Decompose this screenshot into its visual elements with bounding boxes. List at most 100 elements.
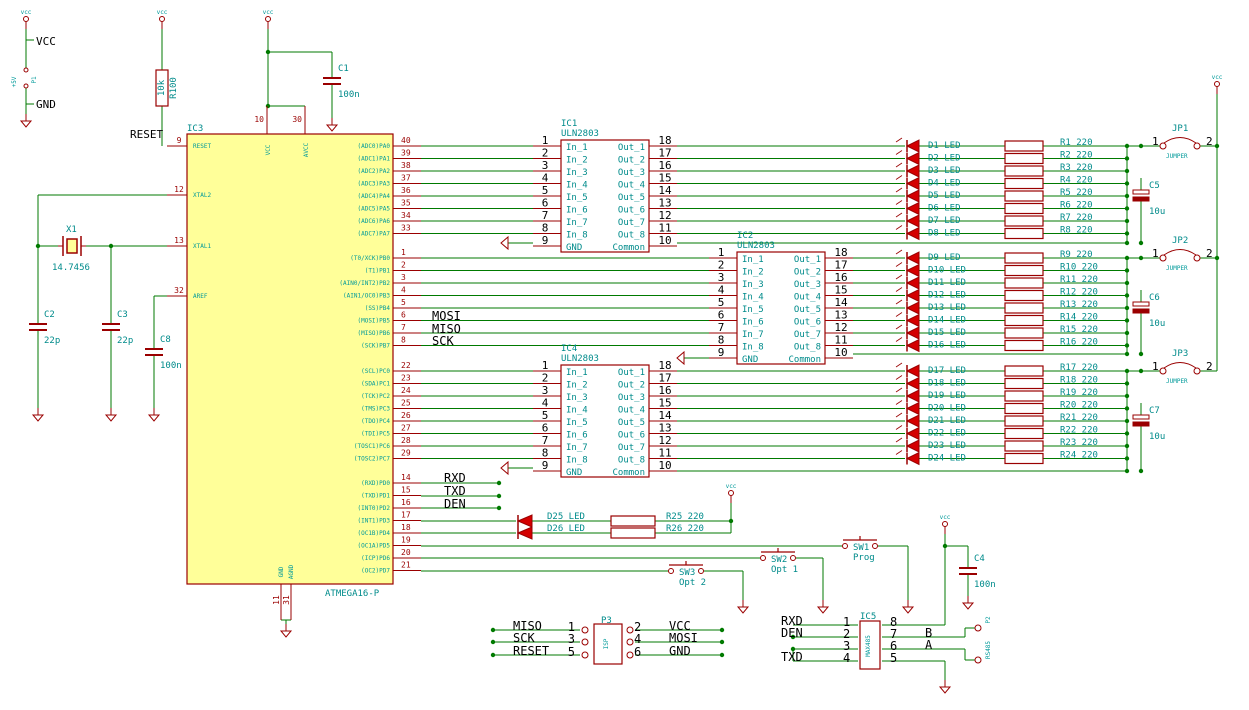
miso-net-label: MISO	[432, 322, 461, 336]
led-ray	[895, 437, 903, 443]
led-label: D14 LED	[928, 316, 966, 326]
ic4-pin-number: 4	[542, 397, 549, 410]
ic1-pin-number: 7	[542, 209, 549, 222]
vcc-icon	[728, 490, 734, 496]
ic3-pin-number: 19	[401, 536, 411, 545]
resistor-label: R18 220	[1060, 376, 1098, 386]
ground-icon	[961, 602, 975, 610]
c6-ref: C6	[1149, 293, 1160, 303]
ic3-pin-name: (TDO)PC4	[361, 418, 390, 425]
ic3-pin-number: 21	[401, 561, 411, 570]
isp-pin	[626, 626, 634, 634]
led-label: D2 LED	[928, 154, 961, 164]
ic3-pin-name: (ADC7)PA7	[357, 231, 390, 238]
ic2-pin-number: 8	[718, 334, 725, 347]
resistor-label: R13 220	[1060, 300, 1098, 310]
ic3-pin-name: (ADC4)PA4	[357, 193, 390, 200]
ic4-pin-number: 14	[658, 409, 672, 422]
ic3-pin-number: 27	[401, 424, 411, 433]
ic1-pin-name: Out_1	[618, 143, 645, 153]
ic4-ref: IC4	[561, 344, 577, 354]
isp-net-label: RESET	[513, 644, 549, 658]
resistor-label: R5 220	[1060, 188, 1093, 198]
ic2-pin-name: Out_1	[794, 255, 821, 265]
ic3-pin-name: RESET	[193, 143, 211, 150]
r26-label: R26 220	[666, 524, 704, 534]
d26-label: D26 LED	[547, 524, 585, 534]
led-label: D24 LED	[928, 454, 966, 464]
resistor-label: R23 220	[1060, 438, 1098, 448]
ground-icon	[938, 686, 952, 694]
ic2-pin-number: 12	[834, 321, 847, 334]
ic3-pin-number: 13	[174, 236, 184, 245]
led-ray	[895, 400, 903, 405]
ic2-pin-number: 6	[718, 309, 725, 322]
ic3-body	[186, 133, 394, 585]
ic3-pin-name: (INT1)PD3	[357, 518, 390, 525]
ic1-name: ULN2803	[561, 129, 599, 139]
jumper-pin	[1193, 254, 1201, 262]
led-ray	[895, 212, 903, 218]
ic2-pin-number: 14	[834, 296, 848, 309]
ic5-pin-number: 1	[843, 615, 850, 629]
led-ray	[895, 387, 903, 393]
ic1-pin-name: Out_5	[618, 193, 645, 203]
ic5-net-label: B	[925, 626, 932, 640]
ic2-pin-number: 17	[834, 259, 847, 272]
ground-icon	[676, 350, 685, 366]
junction-dot	[490, 639, 496, 645]
ic3-pin-name: XTAL2	[193, 192, 211, 199]
ic3-pin-number: 32	[174, 286, 184, 295]
resistor-body	[1004, 427, 1044, 440]
ic2-pin-name: In_5	[742, 305, 764, 315]
ic3-pin-number: 1	[401, 248, 406, 257]
junction-dot	[1124, 318, 1130, 323]
ic2-body	[736, 251, 826, 365]
led-icon	[905, 201, 920, 216]
ic2-pin-name: In_2	[742, 268, 764, 278]
junction-dot	[490, 627, 496, 633]
junction-dot	[1124, 293, 1130, 298]
junction-dot	[1124, 431, 1130, 436]
led-label: D12 LED	[928, 291, 966, 301]
ic2-pin-number: 3	[718, 271, 725, 284]
led-icon	[905, 189, 920, 203]
resistor-body	[1004, 377, 1044, 390]
resistor-body	[1004, 339, 1044, 352]
junction-dot	[1124, 468, 1130, 474]
ic5-net-label: TXD	[781, 650, 803, 664]
resistor-label: R2 220	[1060, 151, 1093, 161]
jumper-pin-number: 2	[1206, 247, 1213, 260]
resistor-body	[1004, 190, 1044, 202]
ic3-pin-name: (SDA)PC1	[361, 381, 390, 388]
resistor-body	[1004, 327, 1044, 339]
ic4-pin-number: 3	[542, 384, 549, 397]
led-icon	[905, 176, 920, 191]
junction-dot	[1124, 393, 1130, 399]
led-icon	[905, 164, 920, 178]
ic4-pin-number: 2	[542, 372, 549, 385]
junction-dot	[1124, 268, 1130, 273]
ic4-pin-name: In_1	[566, 368, 588, 378]
c8-ref: C8	[160, 335, 171, 345]
junction-dot	[1124, 418, 1130, 424]
p1-pin	[23, 67, 29, 73]
ic4-pin-number: 8	[542, 447, 549, 460]
ic1-pin-number: 9	[542, 234, 549, 247]
ic4-pin-number: 5	[542, 409, 549, 422]
led-ray	[895, 362, 903, 368]
led-ray	[895, 137, 903, 143]
led-icon	[905, 313, 920, 328]
resistor-body	[1004, 390, 1044, 402]
junction-dot	[790, 634, 796, 640]
ic5-ref: IC5	[860, 612, 876, 622]
ic1-pin-name: Out_8	[618, 231, 645, 241]
led-icon	[905, 263, 920, 278]
resistor-label: R14 220	[1060, 313, 1098, 323]
ic2-pin-name: In_3	[742, 280, 764, 290]
sw2-ref: SW2	[771, 555, 787, 565]
ic3-pin-number: 6	[401, 311, 406, 320]
jumper-pin-number: 1	[1152, 135, 1159, 148]
ic3-pin-name: (AIN0/INT2)PB2	[339, 280, 390, 287]
